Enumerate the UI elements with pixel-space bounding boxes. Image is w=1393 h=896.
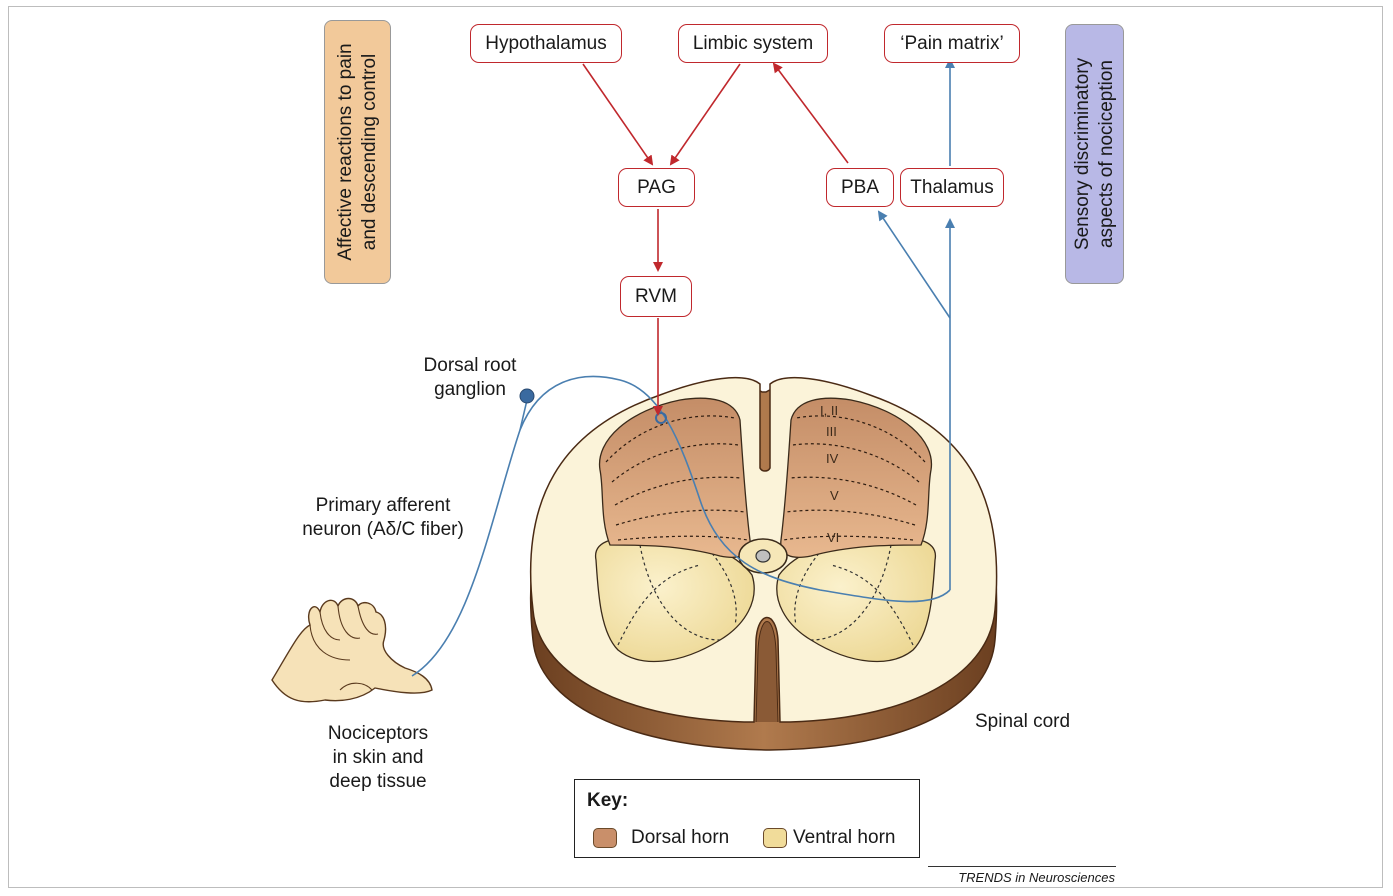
key-title: Key: <box>587 790 628 812</box>
dorsal-root-ganglion-label: Dorsal root ganglion <box>408 354 532 402</box>
rvm-box: RVM <box>620 276 692 317</box>
nociceptors-label: Nociceptors in skin and deep tissue <box>318 722 438 794</box>
ventral-horn-swatch <box>763 828 787 848</box>
arrow-limbic-pag <box>671 64 740 164</box>
limbic-system-box: Limbic system <box>678 24 828 63</box>
affective-label: Affective reactions to pain and descendi… <box>334 43 382 260</box>
arrow-to-pba <box>879 212 950 318</box>
affective-panel: Affective reactions to pain and descendi… <box>324 20 391 284</box>
sensory-panel: Sensory discriminatory aspects of nocice… <box>1065 24 1124 284</box>
lamina-I-II-label: I, II <box>820 403 838 418</box>
credit-rule <box>928 866 1116 867</box>
lamina-VI-label: VI <box>827 530 839 545</box>
hand-illustration <box>272 599 432 702</box>
pag-box: PAG <box>618 168 695 207</box>
lamina-III-label: III <box>826 424 837 439</box>
lamina-V-label: V <box>830 488 839 503</box>
spinal-cord-label: Spinal cord <box>975 710 1070 734</box>
ventral-horn-key-label: Ventral horn <box>793 827 895 849</box>
dorsal-horn-key-label: Dorsal horn <box>631 827 729 849</box>
journal-credit: TRENDS in Neurosciences <box>958 870 1115 885</box>
thalamus-box: Thalamus <box>900 168 1004 207</box>
sensory-label: Sensory discriminatory aspects of nocice… <box>1071 58 1119 250</box>
pain-matrix-box: ‘Pain matrix’ <box>884 24 1020 63</box>
key-legend: Key: Dorsal horn Ventral horn <box>574 779 920 858</box>
lamina-IV-label: IV <box>826 451 838 466</box>
primary-afferent-label: Primary afferent neuron (Aδ/C fiber) <box>298 494 468 542</box>
hypothalamus-box: Hypothalamus <box>470 24 622 63</box>
arrow-pba-limbic <box>774 64 848 163</box>
arrow-hypothalamus-pag <box>583 64 652 164</box>
pba-box: PBA <box>826 168 894 207</box>
dorsal-horn-swatch <box>593 828 617 848</box>
